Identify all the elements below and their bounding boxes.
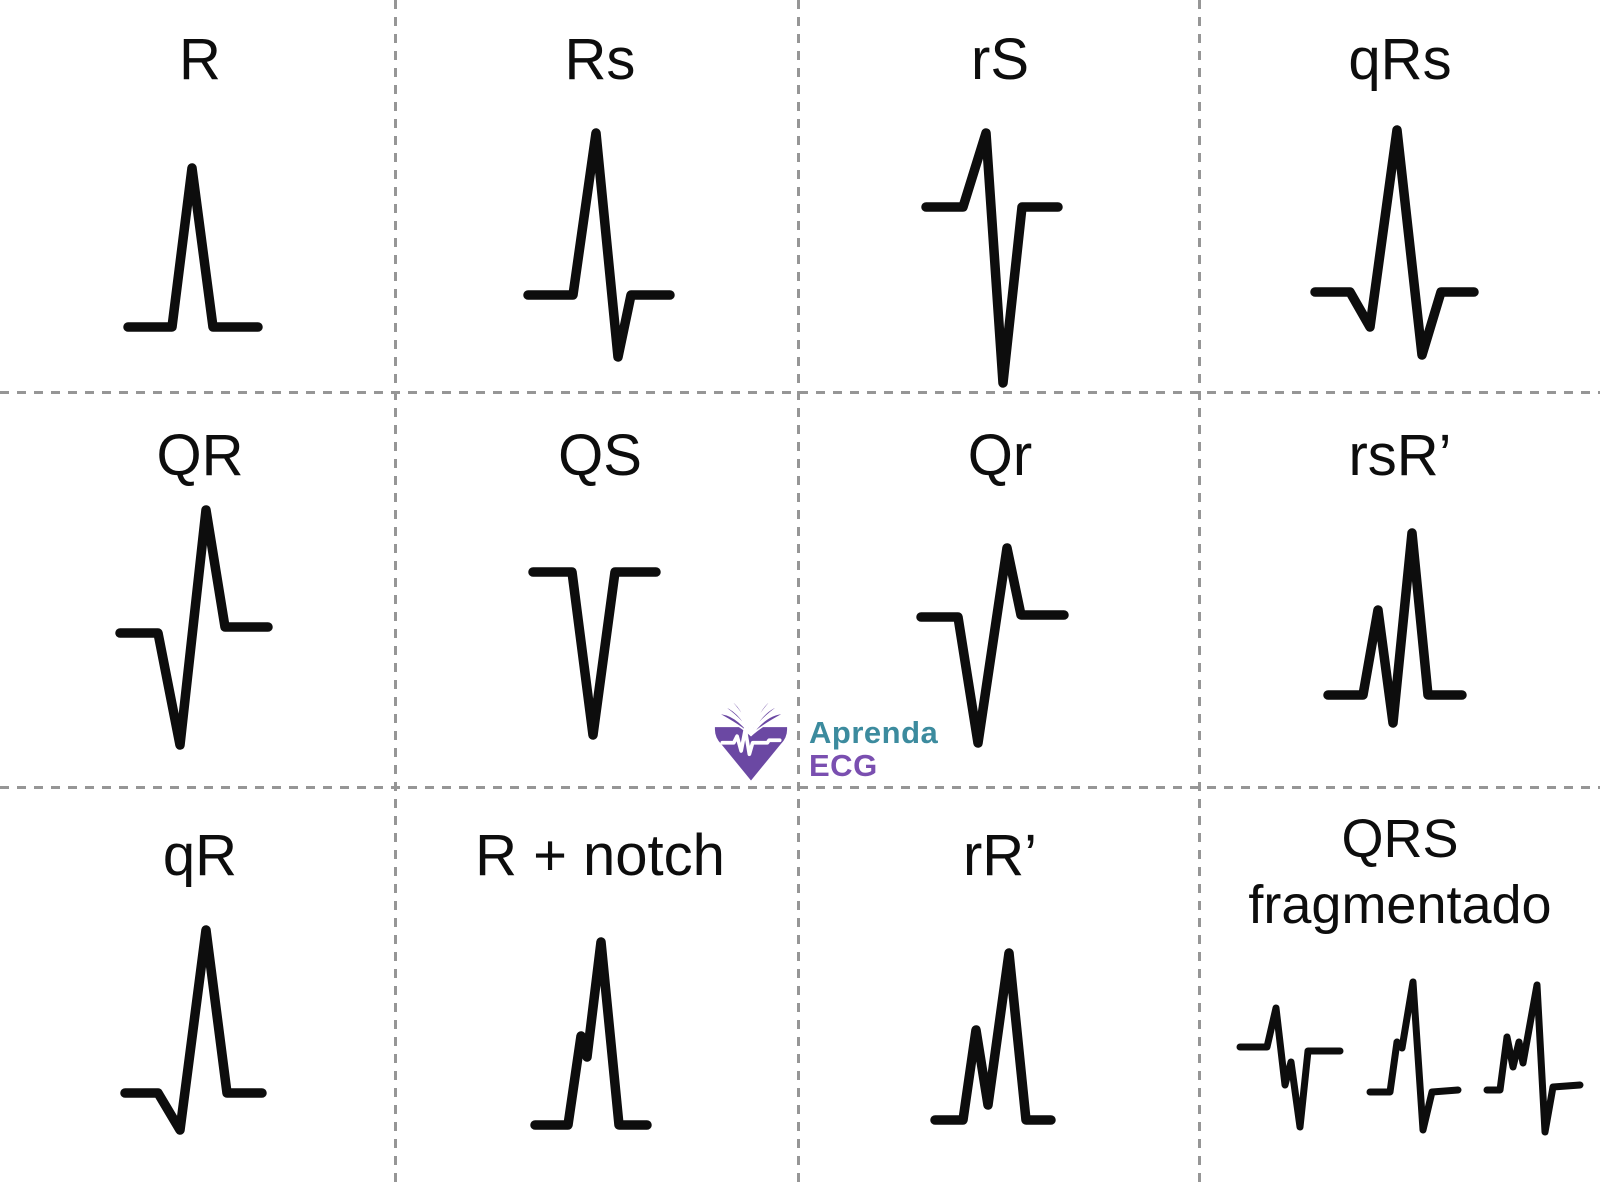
label-big-qr: QR (156, 423, 244, 488)
waveform-r-trace (123, 163, 263, 332)
waveform-qs (528, 567, 661, 740)
ecg-trace-icon (720, 727, 782, 757)
waveform-fragmentado-trace-2 (1366, 978, 1462, 1134)
label-rsr-prime: rsR’ (1348, 423, 1452, 488)
cell-big-qr: QR (0, 390, 400, 790)
cell-rr-prime: rR’ (800, 790, 1200, 1189)
logo-title-line1: Aprenda (809, 715, 939, 750)
waveform-fragmentado-trace-3 (1483, 981, 1584, 1136)
waveform-r (123, 163, 263, 332)
book-pages-right (750, 694, 786, 737)
book-heart-ecg-icon (714, 694, 788, 781)
cell-r-big-s: rS (800, 0, 1200, 390)
label-qrs-fragmentado-line2: fragmentado (1248, 875, 1552, 935)
label-qrs-fragmentado: QRS fragmentado (1200, 806, 1600, 938)
cell-r-notch: R + notch (400, 790, 800, 1189)
cell-qrs-small: qRs (1200, 0, 1600, 390)
label-qr-small: qR (162, 823, 238, 888)
waveform-qs-trace (528, 567, 661, 740)
waveform-q-small-r (916, 543, 1069, 748)
waveform-r-notch (530, 937, 652, 1130)
waveform-rr-prime-trace (930, 948, 1056, 1125)
aprenda-ecg-logo: Aprenda ECG (710, 690, 938, 784)
logo-text: Aprenda ECG (809, 716, 938, 782)
cell-rs: Rs (400, 0, 800, 390)
waveform-r-big-s-trace (921, 128, 1063, 388)
waveform-qr-small-trace (120, 925, 267, 1135)
label-rr-prime: rR’ (962, 823, 1038, 888)
label-r-notch: R + notch (475, 823, 725, 888)
waveform-q-small-r-trace (916, 543, 1069, 748)
grid-divider-vertical-1 (394, 0, 397, 1189)
label-qrs-fragmentado-line1: QRS (1341, 809, 1459, 869)
cell-qrs-fragmentado: QRS fragmentado (1200, 790, 1600, 1189)
waveform-fragmentado-trace-1 (1236, 1004, 1344, 1131)
grid-divider-horizontal-2 (0, 786, 1600, 789)
waveform-rsr-prime-trace (1323, 528, 1467, 728)
waveform-big-qr-trace (115, 505, 273, 750)
cell-r: R (0, 0, 400, 390)
label-rs: Rs (564, 27, 636, 92)
logo-title-line2: ECG (809, 748, 878, 783)
waveform-rsr-prime (1323, 528, 1467, 728)
grid-divider-horizontal-1 (0, 391, 1600, 394)
cell-rsr-prime: rsR’ (1200, 390, 1600, 790)
waveform-r-big-s (921, 128, 1063, 388)
grid-divider-vertical-2 (797, 0, 800, 1189)
cell-qr-small: qR (0, 790, 400, 1189)
waveform-big-qr (115, 505, 273, 750)
book-pages-left (716, 694, 752, 737)
waveform-r-notch-trace (530, 937, 652, 1130)
grid-divider-vertical-3 (1198, 0, 1201, 1189)
waveform-qrs-small (1310, 125, 1479, 360)
waveform-rs (523, 128, 675, 362)
waveform-rs-trace (523, 128, 675, 362)
label-r: R (179, 27, 221, 92)
waveform-rr-prime (930, 948, 1056, 1125)
label-qs: QS (558, 423, 642, 488)
label-q-small-r: Qr (967, 423, 1033, 488)
waveform-qr-small (120, 925, 267, 1135)
label-r-big-s: rS (971, 27, 1029, 92)
waveform-qrs-small-trace (1310, 125, 1479, 360)
label-qrs-small: qRs (1348, 27, 1452, 92)
cell-qs: QS (400, 390, 800, 790)
waveform-qrs-fragmentado (1236, 978, 1584, 1136)
cell-q-small-r: Qr (800, 390, 1200, 790)
